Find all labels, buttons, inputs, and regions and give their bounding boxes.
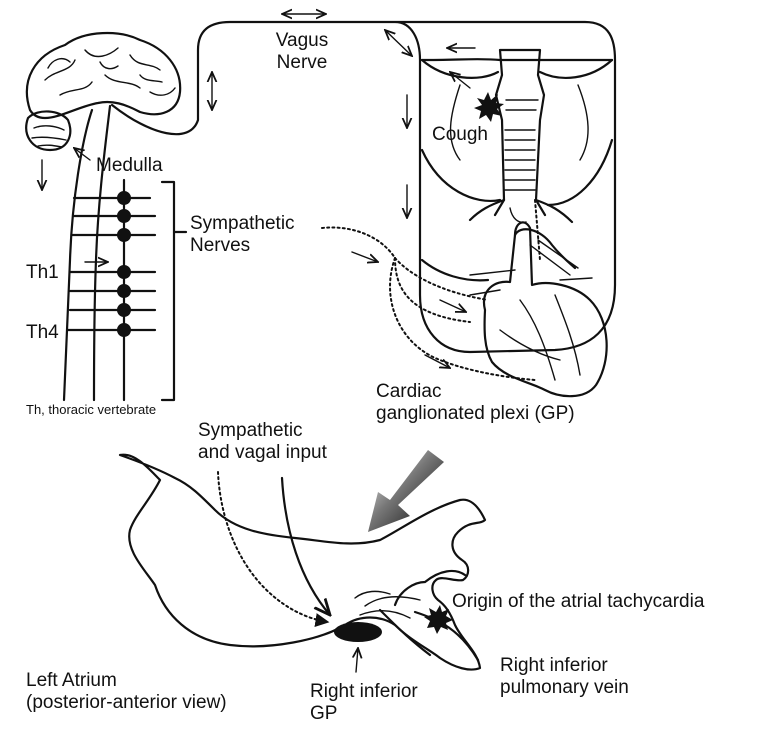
spinal-cord-icon	[62, 104, 188, 402]
burst-icon	[474, 92, 504, 122]
th1-label: Th1	[26, 262, 59, 283]
right-inferior-gp-label: Right inferior GP	[310, 681, 418, 724]
sympathetic-vagal-input-label: Sympathetic and vagal input	[198, 420, 327, 463]
left-atrium-label: Left Atrium (posterior-anterior view)	[26, 670, 227, 713]
direction-arrows	[42, 14, 476, 368]
ganglion-icon	[334, 622, 382, 642]
burst-icon	[424, 605, 453, 634]
th4-label: Th4	[26, 322, 59, 343]
vagus-nerve-path	[110, 20, 617, 354]
medulla-label: Medulla	[96, 155, 163, 176]
origin-atrial-tachycardia-label: Origin of the atrial tachycardia	[452, 591, 705, 612]
thoracic-note-label: Th, thoracic vertebrate	[26, 402, 157, 417]
vagus-nerve-label: Vagus Nerve	[275, 30, 329, 73]
heart-icon	[469, 221, 608, 398]
cardiac-gp-label: Cardiac ganglionated plexi (GP)	[376, 381, 575, 424]
left-atrium-icon	[118, 453, 487, 671]
big-arrow-icon	[368, 450, 444, 532]
sympathetic-nerves-label: Sympathetic Nerves	[190, 213, 295, 256]
right-inferior-pv-label: Right inferior pulmonary vein	[500, 655, 629, 698]
brain-icon	[25, 32, 182, 152]
cough-label: Cough	[432, 124, 488, 145]
